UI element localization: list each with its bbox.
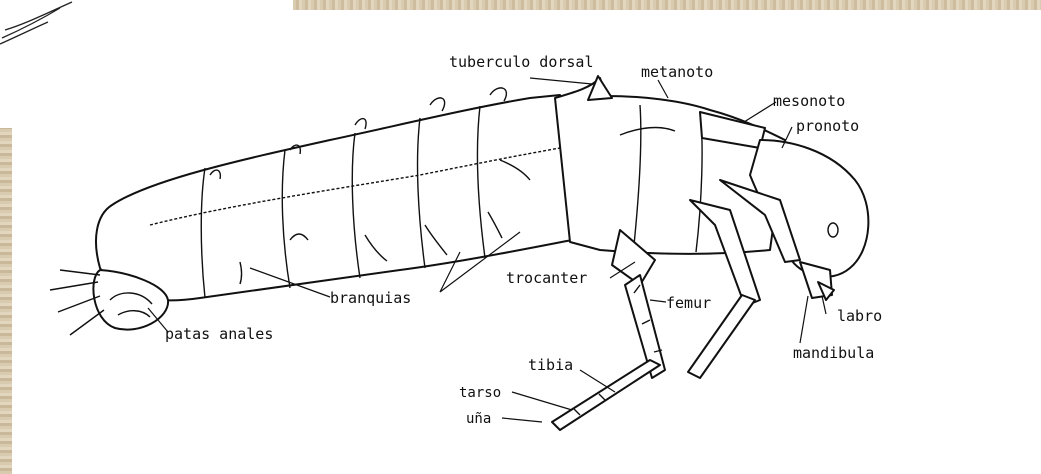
label-tarso: tarso bbox=[459, 385, 501, 401]
label-metanoto: metanoto bbox=[641, 63, 713, 81]
label-labro: labro bbox=[837, 307, 882, 325]
label-una: uña bbox=[466, 411, 491, 427]
abdomen bbox=[96, 88, 572, 300]
label-trocanter: trocanter bbox=[506, 269, 587, 287]
label-femur: femur bbox=[666, 294, 711, 312]
label-tibia: tibia bbox=[528, 356, 573, 374]
label-tuberculo-dorsal: tuberculo dorsal bbox=[449, 53, 594, 71]
label-mandibula: mandibula bbox=[793, 344, 874, 362]
label-mesonoto: mesonoto bbox=[773, 92, 845, 110]
label-patas-anales: patas anales bbox=[165, 325, 273, 343]
thorax bbox=[555, 76, 785, 254]
label-branquias: branquias bbox=[330, 289, 411, 307]
label-pronoto: pronoto bbox=[796, 117, 859, 135]
